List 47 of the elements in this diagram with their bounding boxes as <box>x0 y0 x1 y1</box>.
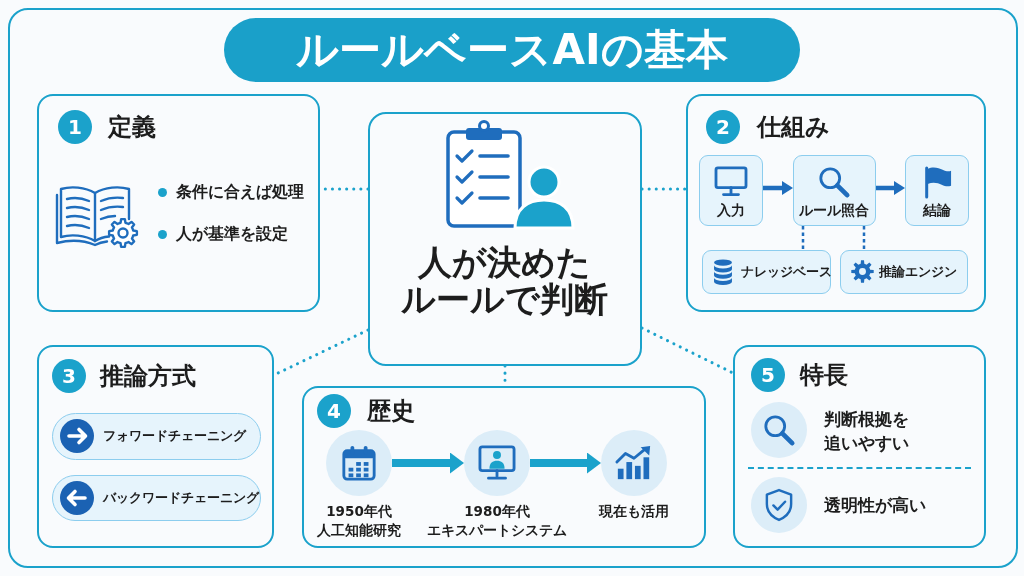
step-label: 入力 <box>715 201 746 219</box>
panel <box>37 94 320 312</box>
number-badge: 1 <box>58 110 92 144</box>
number-badge: 4 <box>317 394 351 428</box>
bullet-text: 条件に合えば処理 <box>176 181 304 203</box>
step-label: ルール照合 <box>798 201 870 219</box>
center-box <box>368 112 642 366</box>
component-label: 推論エンジン <box>879 262 957 281</box>
panel-heading: 推論方式 <box>100 361 196 391</box>
component-box <box>840 250 968 294</box>
era-caption: エキスパートシステム <box>427 521 567 540</box>
component-box <box>702 250 831 294</box>
panel <box>37 345 274 548</box>
title-banner: ルールベースAIの基本 <box>224 18 800 82</box>
feature-text: 透明性が高い <box>824 494 927 517</box>
method-pill <box>52 475 261 521</box>
arrow <box>763 182 793 194</box>
pill-label: バックワードチェーニング <box>103 488 259 507</box>
feature-text: 判断根拠を追いやすい <box>824 408 910 455</box>
bullet-text: 人が基準を設定 <box>176 223 288 245</box>
main-statement: 人が決めたルールで判断 <box>400 243 609 318</box>
era-caption: 現在も活用 <box>599 502 669 521</box>
panel-heading: 歴史 <box>367 396 415 426</box>
pill-label: フォワードチェーニング <box>103 427 246 445</box>
arrow <box>876 182 905 194</box>
panel-heading: 特長 <box>800 360 848 390</box>
era-caption: 1980年代 <box>464 502 530 521</box>
panel <box>302 386 706 548</box>
panel-heading: 定義 <box>108 112 156 142</box>
panel <box>733 345 986 548</box>
panel-heading: 仕組み <box>757 112 830 142</box>
era-caption: 人工知能研究 <box>317 521 401 540</box>
step-box <box>905 155 969 226</box>
dotted-line <box>801 226 805 250</box>
era-caption: 1950年代 <box>326 502 392 521</box>
step-label: 結論 <box>921 201 952 219</box>
number-badge: 2 <box>706 110 740 144</box>
step-box <box>793 155 876 226</box>
number-badge: 5 <box>751 358 785 392</box>
method-pill <box>52 413 261 460</box>
dotted-line <box>640 187 688 191</box>
panel <box>686 94 986 312</box>
component-label: ナレッジベース <box>741 262 832 281</box>
dotted-line <box>640 326 735 375</box>
number-badge: 3 <box>52 359 86 393</box>
dotted-line <box>862 226 866 250</box>
step-box <box>699 155 763 226</box>
